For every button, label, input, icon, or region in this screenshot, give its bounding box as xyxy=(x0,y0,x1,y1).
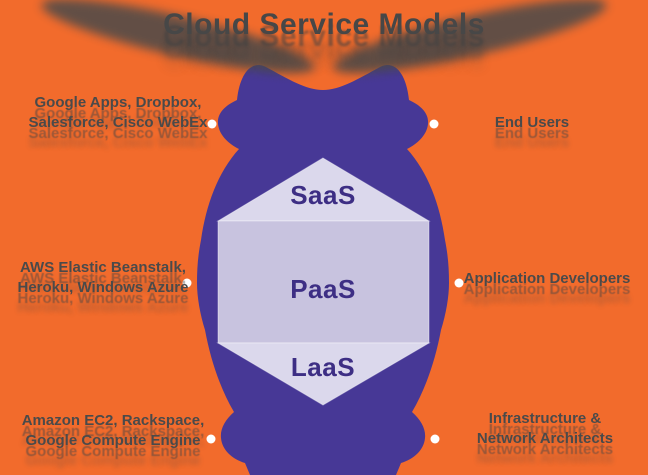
hexagon-label-paas: PaaS xyxy=(290,274,356,304)
label-line: Salesforce, Cisco WebEx xyxy=(28,113,208,131)
connector-dot xyxy=(429,119,439,129)
connector-dot xyxy=(182,278,192,288)
connector-dot xyxy=(207,119,217,129)
label-paas-examples: AWS Elastic Beanstalk, Heroku, Windows A… xyxy=(5,258,201,297)
page-title: Cloud Service Models xyxy=(163,8,485,41)
hexagon-label-laas: LaaS xyxy=(290,352,356,382)
connector-dot xyxy=(454,278,464,288)
label-line: Amazon EC2, Rackspace, xyxy=(21,412,205,429)
connector-dot xyxy=(206,434,216,444)
label-saas-examples: Google Apps, Dropbox, Salesforce, Cisco … xyxy=(20,93,216,132)
label-line: Heroku, Windows Azure xyxy=(17,278,189,296)
hexagon-laas-section xyxy=(216,342,431,406)
label-line: Infrastructure & xyxy=(488,410,602,427)
label-saas-users: End Users xyxy=(452,113,612,133)
label-iaas-users: Infrastructure & Network Architects xyxy=(455,409,635,448)
label-line: End Users xyxy=(494,114,570,131)
label-line: Google Apps, Dropbox, xyxy=(34,94,202,111)
connector-dot xyxy=(430,434,440,444)
label-line: Network Architects xyxy=(476,429,614,447)
label-paas-users: Application Developers xyxy=(457,269,637,289)
label-line: AWS Elastic Beanstalk, xyxy=(20,259,186,276)
label-line: Application Developers xyxy=(463,270,631,287)
hexagon-label-saas: SaaS xyxy=(290,180,356,210)
label-iaas-examples: Amazon EC2, Rackspace, Google Compute En… xyxy=(15,411,211,450)
label-line: Google Compute Engine xyxy=(25,431,201,449)
